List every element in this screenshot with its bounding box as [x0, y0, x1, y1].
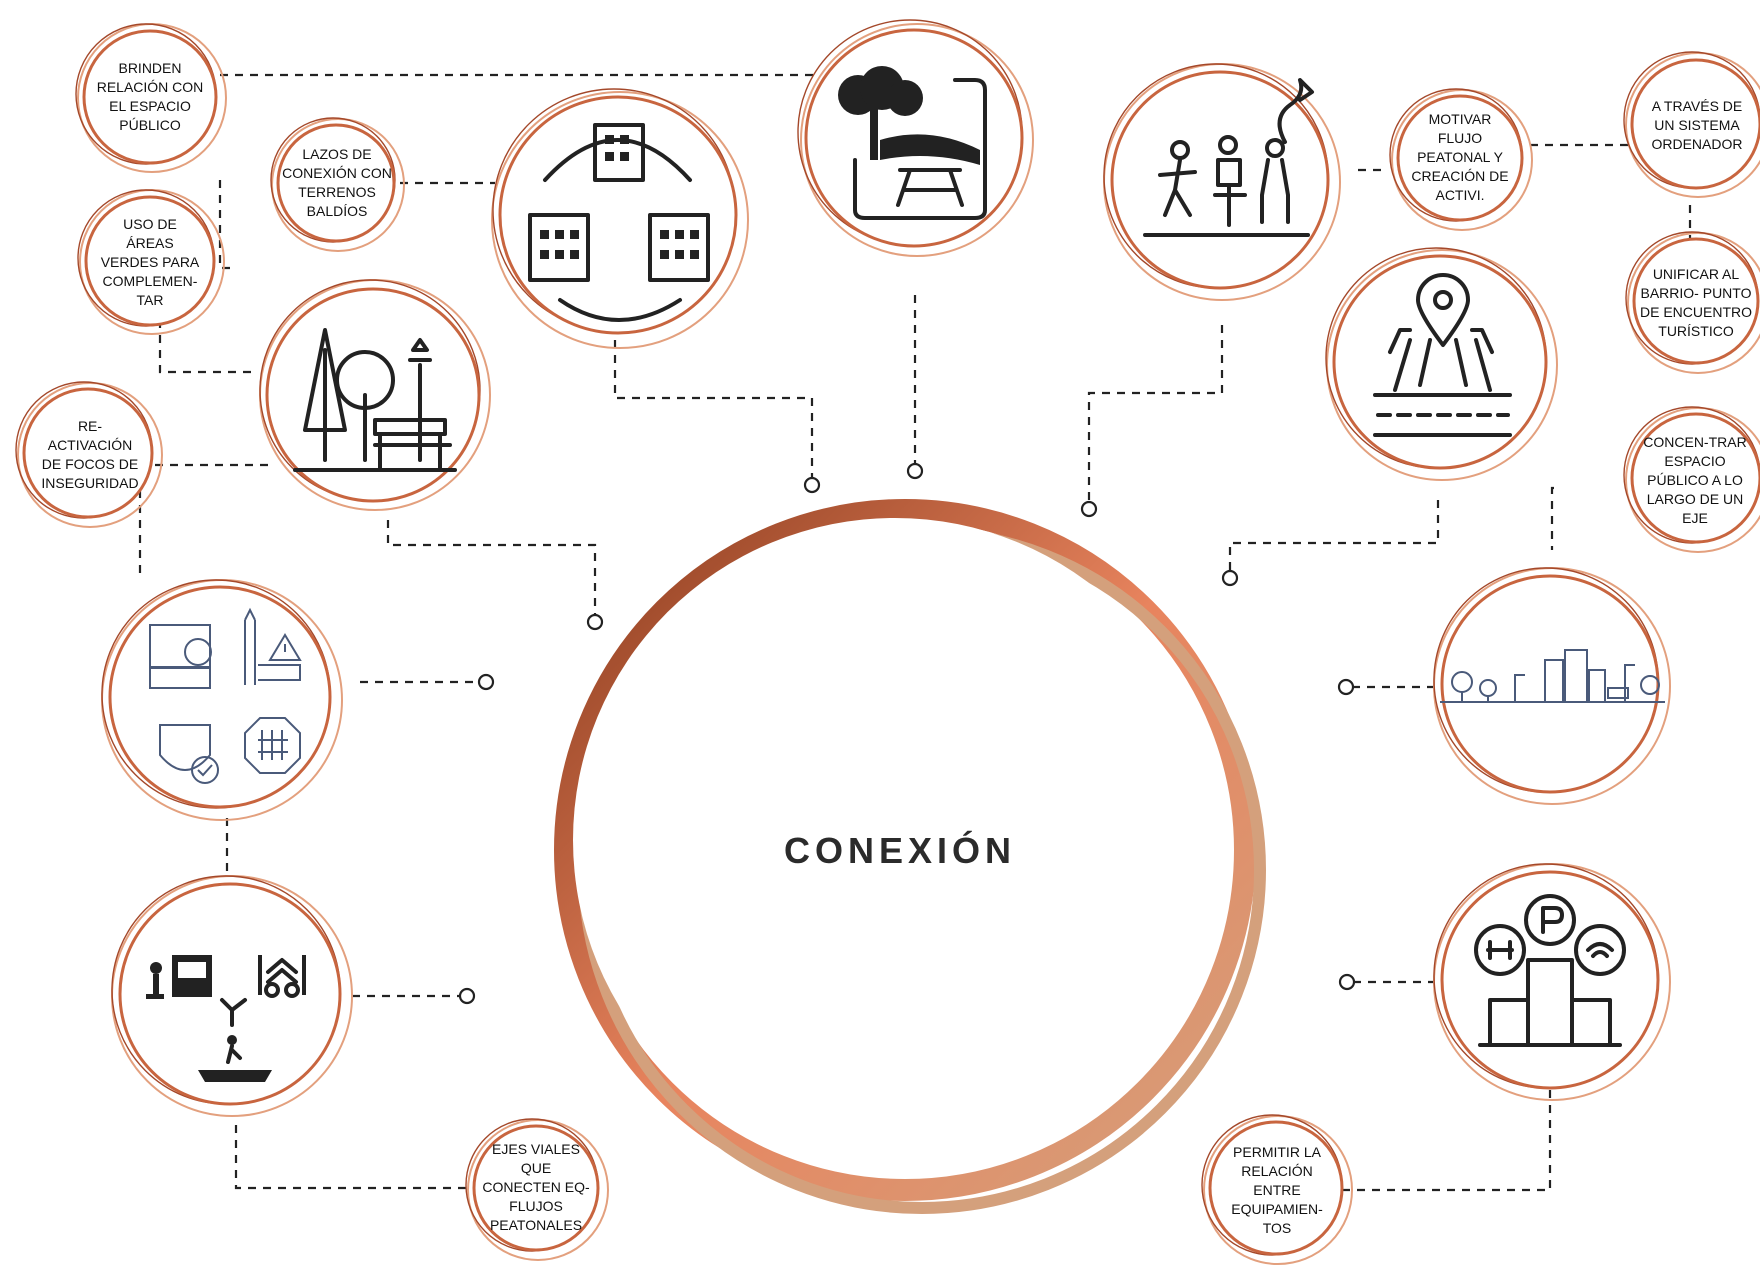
- icon-node-road: [1325, 247, 1558, 481]
- node-reactivacion-label: RE-ACTIVACIÓN DE FOCOS DE INSEGURIDAD: [41, 418, 139, 491]
- picnic-park-icon: [838, 66, 987, 220]
- text-node-rings: [15, 23, 1760, 1265]
- road-location-icon: [1373, 273, 1512, 437]
- node-brinden-label: BRINDEN RELACIÓN CON EL ESPACIO PÚBLICO: [96, 60, 204, 133]
- icon-node-pedestrian: [1103, 63, 1341, 301]
- security-icons-group: [149, 607, 302, 784]
- node-atraves-label: A TRAVÉS DE UN SISTEMA ORDENADOR: [1651, 98, 1743, 152]
- buildings-network-icon: [528, 123, 710, 322]
- connector-lines: [138, 73, 1692, 1192]
- node-unificar-label: UNIFICAR AL BARRIO- PUNTO DE ENCUENTRO T…: [1640, 265, 1753, 339]
- icon-node-buildings: [491, 88, 749, 349]
- pedestrian-cyclist-icon: [1143, 78, 1314, 237]
- icon-node-services: [1433, 863, 1671, 1101]
- central-ring: [554, 499, 1266, 1214]
- icon-node-transit: [111, 875, 353, 1117]
- services-building-icon: [1474, 894, 1626, 1047]
- icon-node-city: [1433, 567, 1671, 805]
- node-concentrar-label: CONCEN-TRAR ESPACIO PÚBLICO A LO LARGO D…: [1643, 433, 1747, 526]
- node-motivar-label: MOTIVAR FLUJO PEATONAL Y CREACIÓN DE ACT…: [1411, 111, 1509, 203]
- transit-modes-icon: [146, 955, 306, 1082]
- node-uso-label: USO DE ÁREAS VERDES PARA COMPLEMEN-TAR: [100, 216, 200, 308]
- park-bench-trees-icon: [293, 328, 457, 472]
- center-title: CONEXIÓN: [783, 830, 1017, 871]
- icon-node-security: [101, 579, 343, 821]
- icon-node-picnic: [797, 19, 1034, 257]
- icon-node-park-bench: [259, 279, 491, 511]
- connector-endpoints: [458, 462, 1356, 1005]
- city-skyline-icon: [1440, 649, 1665, 703]
- node-lazos-label: LAZOS DE CONEXIÓN CON TERRENOS BALDÍOS: [282, 146, 392, 219]
- node-permitir-label: PERMITIR LA RELACIÓN ENTRE EQUIPAMIEN-TO…: [1231, 1143, 1323, 1236]
- node-ejes-label: EJES VIALES QUE CONECTEN EQ-FLUJOS PEATO…: [482, 1141, 590, 1233]
